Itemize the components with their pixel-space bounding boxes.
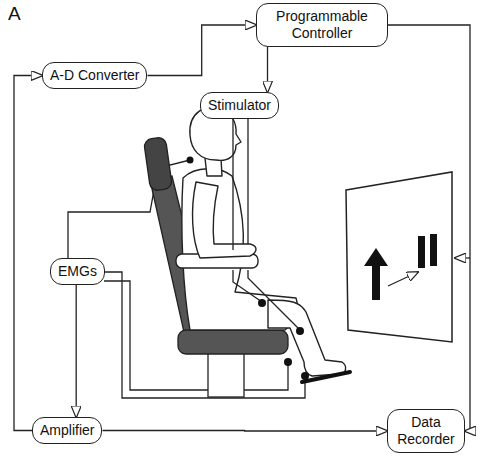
recorder-box: Data Recorder — [387, 409, 465, 453]
foot-plate — [302, 372, 350, 382]
display-screen — [346, 172, 452, 342]
box-text: EMGs — [58, 263, 97, 280]
signal-connector — [14, 76, 42, 431]
electrode — [284, 358, 292, 366]
stimulator-lead — [232, 118, 233, 250]
electrode — [296, 327, 304, 335]
emg-box: EMGs — [50, 258, 105, 285]
box-text: Stimulator — [208, 97, 271, 114]
signal-connector — [388, 25, 470, 431]
panel-letter: A — [8, 3, 21, 25]
seated-person — [268, 300, 346, 376]
stimulator-box: Stimulator — [200, 92, 279, 119]
chair — [143, 137, 172, 192]
electrode — [187, 157, 310, 381]
signal-connector — [103, 430, 388, 432]
electrode — [187, 157, 194, 164]
display-feed — [455, 257, 470, 258]
display-screen — [388, 272, 418, 286]
display-screen — [418, 236, 425, 268]
amplifier-box: Amplifier — [32, 417, 102, 444]
foot-plate — [302, 372, 350, 382]
seated-person — [176, 107, 346, 376]
emg-wire — [68, 160, 305, 398]
box-text: Amplifier — [40, 422, 94, 439]
stimulator-lead — [233, 118, 300, 330]
box-text: Data Recorder — [395, 414, 457, 448]
signal-connector — [76, 285, 77, 417]
chair — [208, 352, 244, 397]
chair — [143, 137, 288, 397]
controller-box: Programmable Controller — [256, 3, 388, 47]
electrode — [258, 299, 266, 307]
display-feed — [455, 257, 470, 258]
box-text: A-D Converter — [50, 67, 139, 84]
chair — [178, 330, 288, 354]
display-screen — [346, 172, 452, 342]
display-screen — [364, 248, 388, 300]
display-screen — [430, 234, 437, 266]
box-text: Programmable Controller — [264, 8, 380, 42]
stimulator-lead — [247, 118, 248, 244]
seated-person — [193, 182, 256, 258]
converter-box: A-D Converter — [42, 62, 147, 89]
signal-connector — [148, 25, 257, 76]
stimulator-lead — [248, 270, 300, 330]
signal-connector — [267, 47, 268, 92]
electrode — [301, 372, 309, 380]
